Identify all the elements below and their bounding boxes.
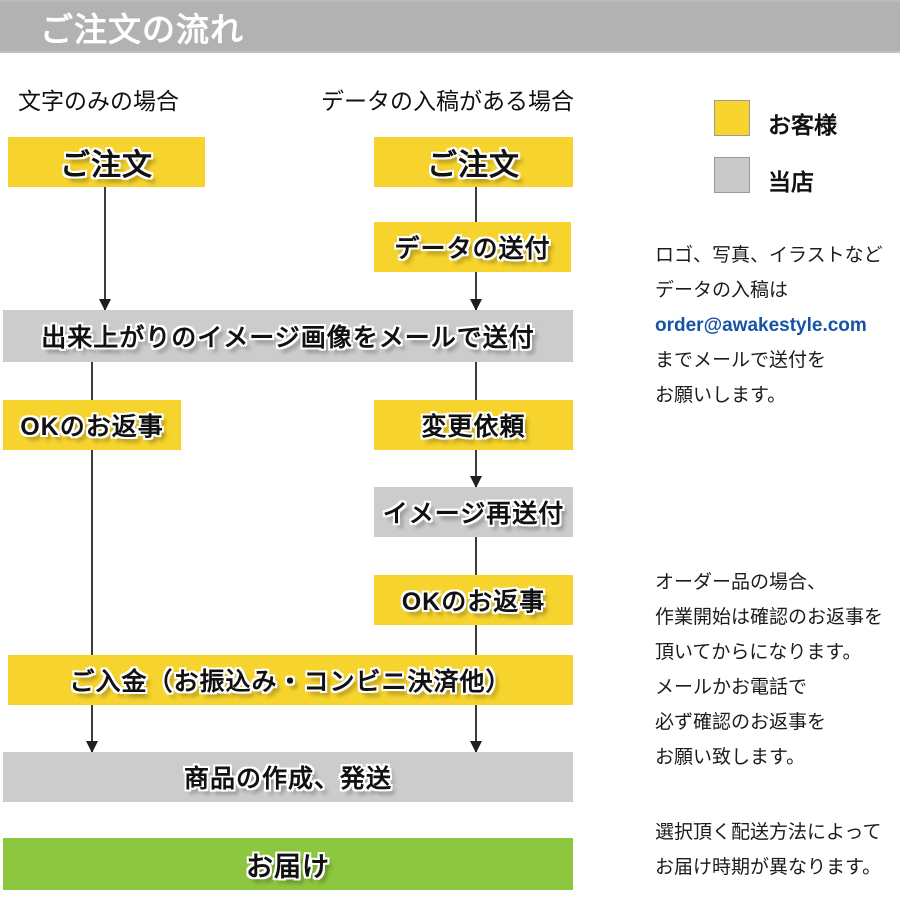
column-header-with-data: データの入稿がある場合 xyxy=(321,88,574,114)
note-line: までメールで送付を xyxy=(655,350,827,371)
flow-box-image-send: 出来上がりのイメージ画像をメールで送付 xyxy=(3,310,573,362)
note-line: 頂いてからになります。 xyxy=(655,642,862,663)
note-line: 選択頂く配送方法によって xyxy=(655,822,882,843)
connector-payment-to-production-right xyxy=(470,705,482,753)
flow-box-ok-right: OKのお返事 xyxy=(374,575,573,625)
flow-box-payment: ご入金（お振込み・コンビニ決済他） xyxy=(8,655,573,705)
flow-box-data-send: データの送付 xyxy=(374,222,571,272)
flow-box-change-request: 変更依頼 xyxy=(374,400,573,450)
note-data-submission: ロゴ、写真、イラストなど データの入稿は order@awakestyle.co… xyxy=(655,238,883,413)
flow-box-order-left: ご注文 xyxy=(8,137,205,187)
legend-swatch-customer xyxy=(714,100,750,136)
connector-ok-left-to-payment xyxy=(91,450,93,655)
legend-label-shop: 当店 xyxy=(768,169,814,195)
flow-box-label: お届け xyxy=(246,851,330,882)
note-line: ロゴ、写真、イラストなど xyxy=(655,245,883,266)
note-line: メールかお電話で xyxy=(655,677,808,698)
note-line: 必ず確認のお返事を xyxy=(655,712,827,733)
connector-order-right-to-datasend xyxy=(475,187,477,222)
header-bar: ご注文の流れ xyxy=(0,0,900,53)
flow-box-label: 変更依頼 xyxy=(421,413,526,441)
connector-imagesend-to-ok-left xyxy=(91,362,93,400)
flow-box-order-right: ご注文 xyxy=(374,137,573,187)
flow-box-ok-left: OKのお返事 xyxy=(3,400,181,450)
email-link[interactable]: order@awakestyle.com xyxy=(655,315,867,336)
note-line: お願い致します。 xyxy=(655,747,806,768)
note-line: 作業開始は確認のお返事を xyxy=(655,607,884,628)
legend-label-customer: お客様 xyxy=(768,112,837,138)
connector-payment-to-production-left xyxy=(86,705,98,753)
note-line: お届け時期が異なります。 xyxy=(655,857,882,878)
note-line: お願いします。 xyxy=(655,385,787,406)
connector-datasend-to-imagesend xyxy=(470,272,482,311)
note-delivery-timing: 選択頂く配送方法によって お届け時期が異なります。 xyxy=(655,815,881,885)
flow-box-label: ご入金（お振込み・コンビニ決済他） xyxy=(69,668,512,696)
note-order-confirmation: オーダー品の場合、 作業開始は確認のお返事を 頂いてからになります。 メールかお… xyxy=(655,565,883,775)
note-line: データの入稿は xyxy=(655,280,789,301)
connector-imagesend-to-change xyxy=(475,362,477,400)
connector-ok-right-to-payment xyxy=(475,625,477,655)
flow-box-label: ご注文 xyxy=(60,149,153,182)
connector-change-to-resend xyxy=(470,450,482,488)
connector-resend-to-ok-right xyxy=(475,537,477,575)
flow-box-label: ご注文 xyxy=(427,149,520,182)
flow-box-label: イメージ再送付 xyxy=(382,500,565,528)
flow-box-label: 商品の作成、発送 xyxy=(183,765,392,793)
note-line: オーダー品の場合、 xyxy=(655,572,827,593)
page-title: ご注文の流れ xyxy=(40,10,244,48)
flow-box-label: 出来上がりのイメージ画像をメールで送付 xyxy=(41,324,535,352)
flow-box-delivery: お届け xyxy=(3,838,573,890)
column-header-text-only: 文字のみの場合 xyxy=(18,88,179,114)
connector-order-left-to-imagesend xyxy=(99,187,111,311)
flow-box-label: データの送付 xyxy=(394,235,551,263)
flow-box-label: OKのお返事 xyxy=(401,588,546,616)
flow-box-image-resend: イメージ再送付 xyxy=(374,487,573,537)
legend-swatch-shop xyxy=(714,157,750,193)
flow-box-production: 商品の作成、発送 xyxy=(3,752,573,802)
flow-box-label: OKのお返事 xyxy=(20,413,164,441)
